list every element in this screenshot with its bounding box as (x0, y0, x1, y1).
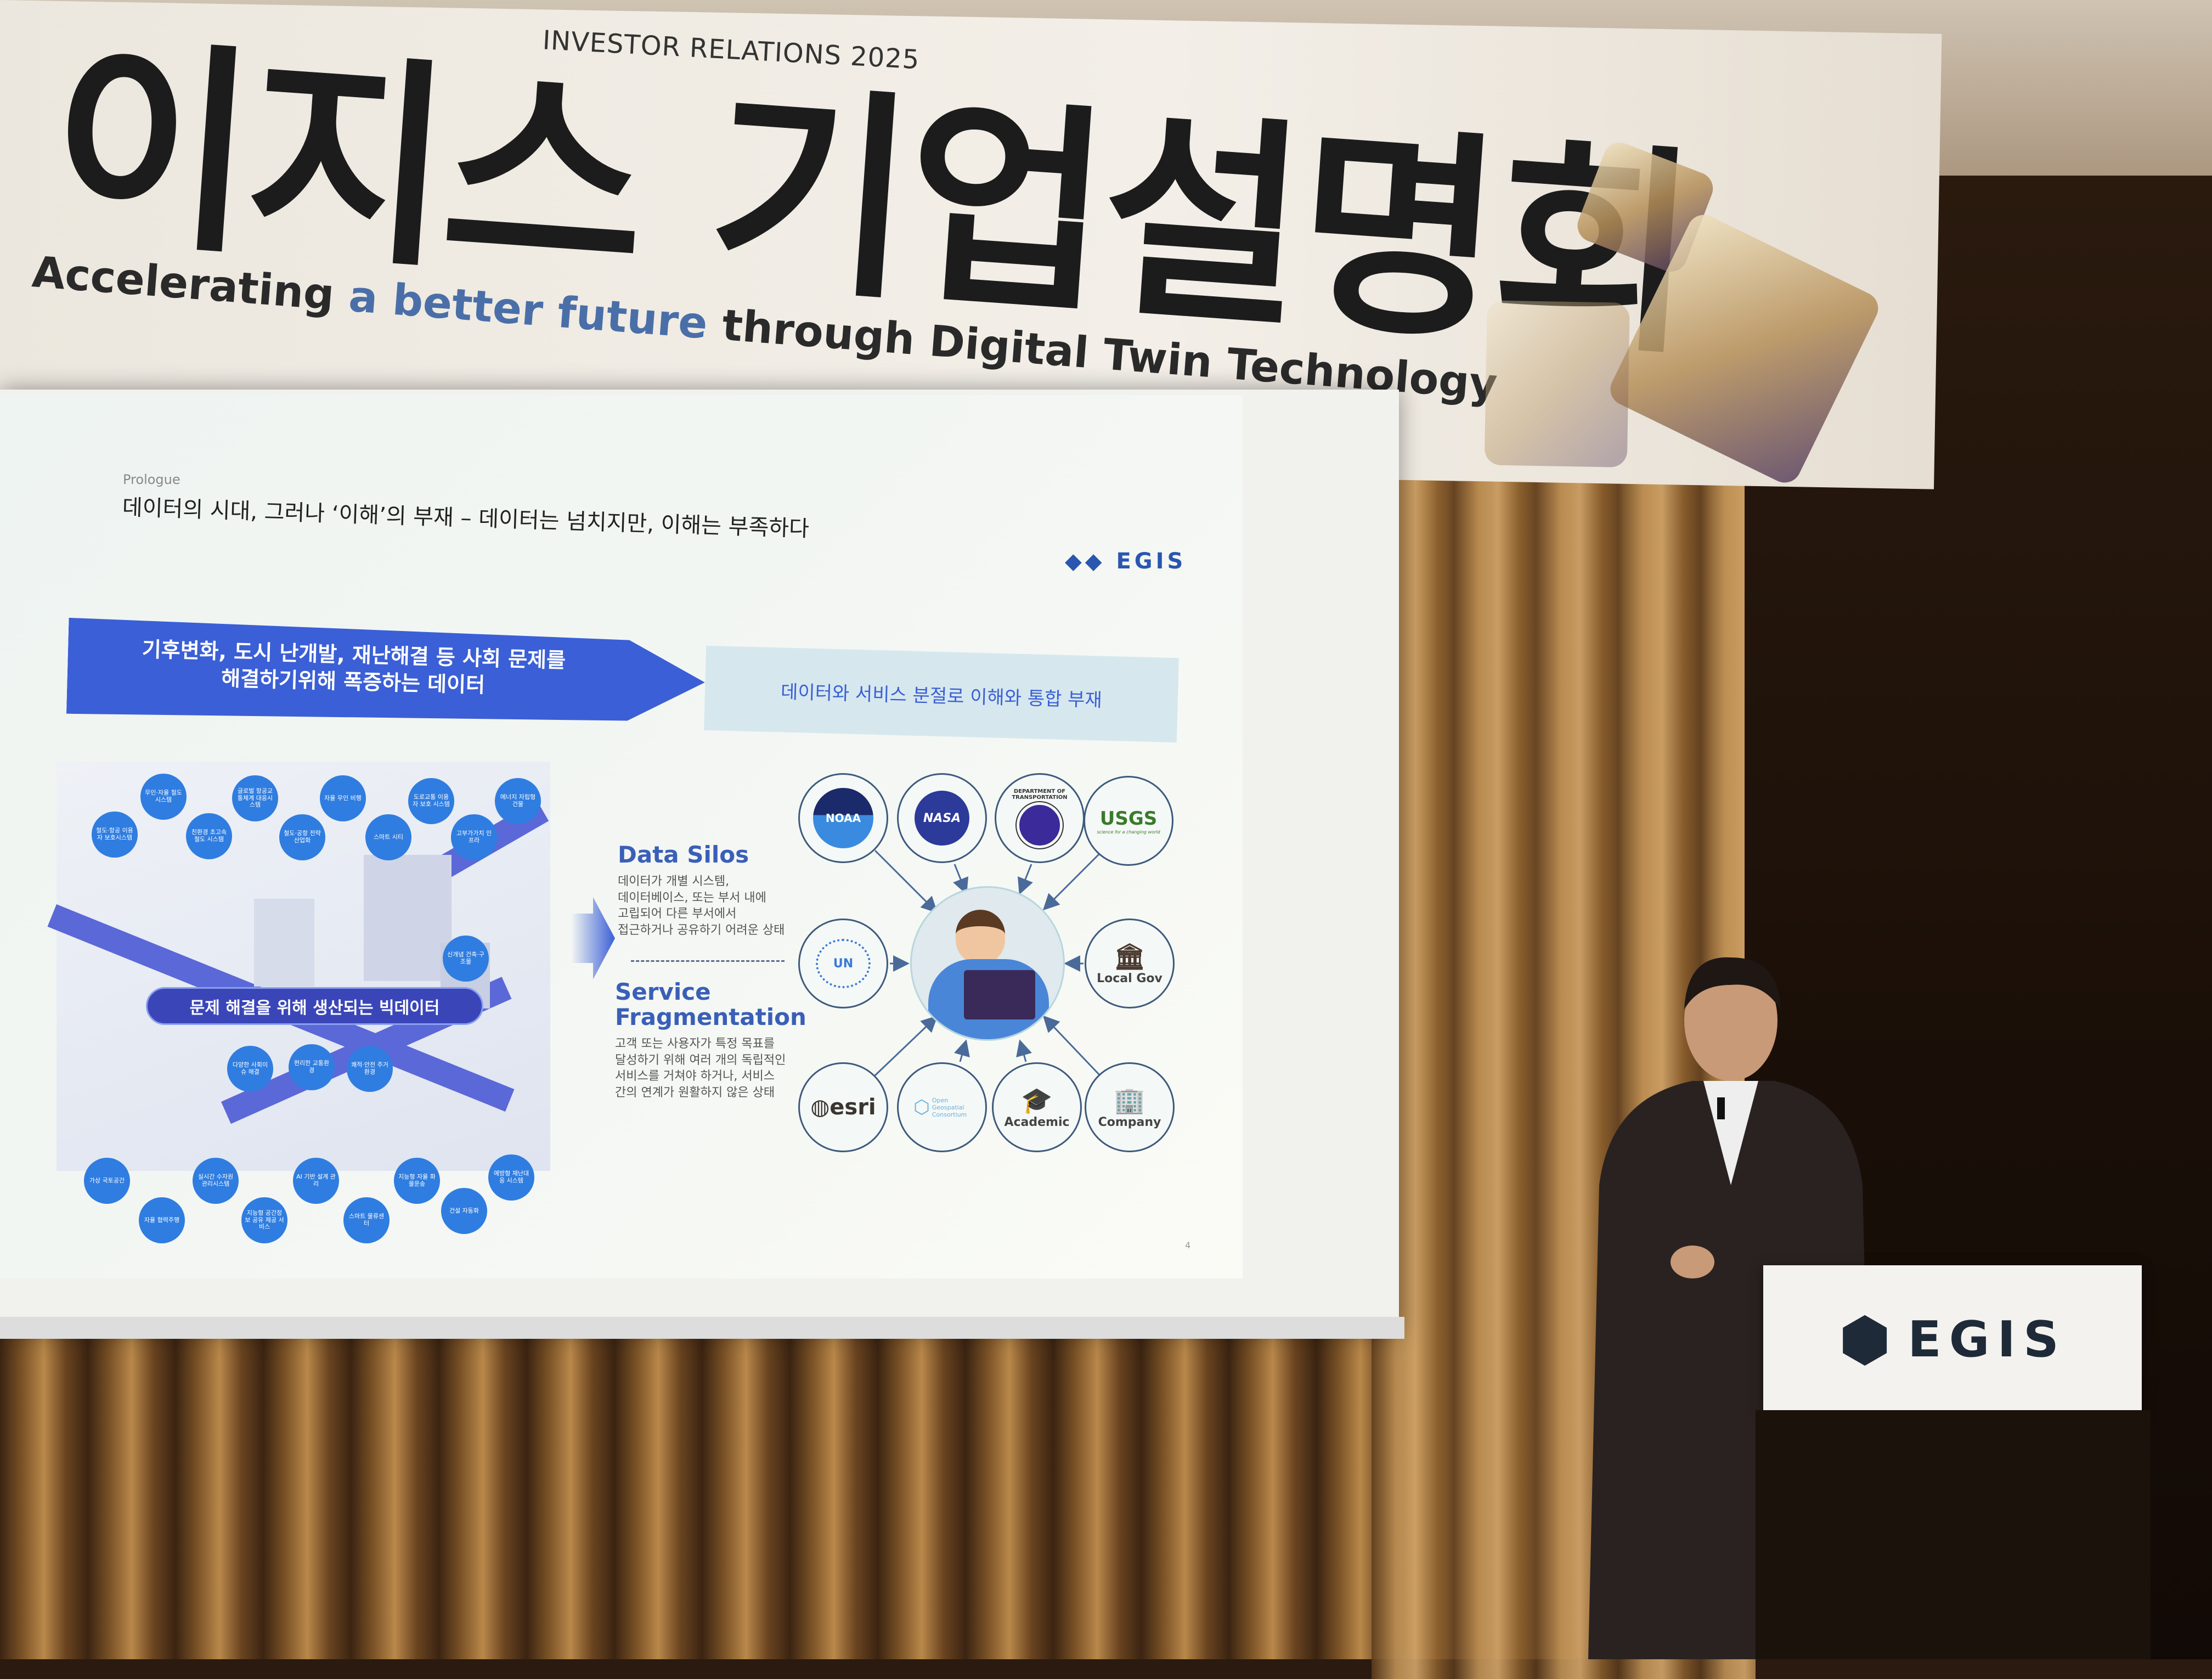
illustration-bubble: 무인·자율 철도시스템 (140, 774, 187, 820)
usgs-tagline: science for a changing world (1097, 829, 1160, 835)
un-emblem-icon: UN (816, 939, 871, 988)
government-building-icon: 🏛 (1113, 942, 1146, 971)
egis-mark-icon: ⬢ (1838, 1304, 1892, 1374)
illustration-bubble: 지능형 공간정보 공유 제공 서비스 (241, 1197, 287, 1243)
arrow-esri (874, 1015, 938, 1077)
presentation-slide: Prologue 데이터의 시대, 그러나 ‘이해’의 부재 – 데이터는 넘치… (0, 395, 1243, 1278)
illustration-bubble: 편리한 교통환경 (289, 1044, 335, 1090)
org-esri: ◍esri (798, 1062, 888, 1152)
arrow-company (1042, 1015, 1101, 1077)
screen-bar (0, 1317, 1404, 1339)
org-company: 🏢Company (1085, 1062, 1175, 1152)
org-label: Company (1098, 1115, 1161, 1129)
podium: ⬢ EGIS (1763, 1265, 2142, 1413)
title-line: Fragmentation (615, 1004, 806, 1031)
illustration-bubble: 철도·항공 이용자 보호시스템 (92, 812, 138, 858)
slide-section: Prologue (123, 472, 180, 487)
org-un: UN (798, 919, 888, 1008)
building (364, 855, 452, 981)
desc-line: 데이터베이스, 또는 부서 내에 (618, 891, 766, 905)
illustration-bubble: 다양한 사회이슈 해결 (227, 1046, 273, 1092)
illustration-bubble: 고부가가치 인프라 (451, 814, 497, 860)
illustration-bubble: 친환경 초고속 철도 시스템 (186, 813, 232, 859)
frustrated-user-illustration (910, 886, 1065, 1041)
illustration-bubble: 에너지 자립형 건물 (495, 778, 541, 824)
arrow-dot (1017, 864, 1033, 895)
illustration-bubble: 가상 국토공간 (84, 1158, 130, 1204)
illustration-bubble: 예방형 재난대응 시스템 (488, 1154, 534, 1201)
speaker-hand (1671, 1246, 1714, 1278)
data-silos-title: Data Silos (618, 841, 749, 868)
org-local-gov: 🏛Local Gov (1085, 919, 1175, 1008)
ogc-cube-icon: ⬡ (913, 1096, 930, 1118)
illustration-bubble: 글로벌 항공교통체계 대응시스템 (232, 775, 278, 821)
service-fragmentation-desc: 고객 또는 사용자가 특정 목표를 달성하기 위해 여러 개의 독립적인 서비스… (615, 1036, 786, 1101)
desc-line: 고객 또는 사용자가 특정 목표를 (615, 1037, 775, 1051)
speaker-face (1684, 960, 1778, 1081)
illustration-bubble: AI 기반 설계 관리 (293, 1158, 339, 1204)
service-fragmentation-title: Service Fragmentation (615, 979, 806, 1030)
illustration-bubble: 신개념 건축·구조물 (443, 936, 489, 982)
dot-logo-icon (1015, 801, 1064, 849)
desc-line: 접근하거나 공유하기 어려운 상태 (618, 923, 785, 938)
egis-logo: ◆◆ EGIS (1065, 549, 1186, 574)
arrow-noaa (874, 849, 938, 914)
desc-line: 서비스를 거쳐야 하거나, 서비스 (615, 1069, 775, 1084)
illustration-bubble: 철도·공항 전략산업화 (279, 814, 325, 860)
data-silos-desc: 데이터가 개별 시스템, 데이터베이스, 또는 부서 내에 고립되어 다른 부서… (618, 874, 785, 939)
arrow-nasa (953, 864, 969, 895)
arrow-ogc (953, 1039, 970, 1062)
person-head-icon (956, 910, 1005, 965)
illustration-bubble: 스마트 시티 (365, 814, 411, 860)
illustration-bubble: 자율 무인 비행 (320, 775, 366, 821)
arrow-usgs (1042, 852, 1101, 911)
egis-mark-icon: ◆◆ (1065, 549, 1116, 574)
desc-line: 고립되어 다른 부서에서 (618, 907, 737, 921)
illustration-bubble: 지능형 자율 화물운송 (394, 1158, 440, 1204)
illustration-bubble: 건설 자동화 (441, 1188, 487, 1234)
illustration-bubble: 자율 협력주행 (139, 1197, 185, 1243)
laptop-icon (964, 970, 1035, 1019)
org-dot: DEPARTMENT OF TRANSPORTATION (995, 773, 1085, 863)
page-number: 4 (1185, 1240, 1191, 1250)
dot-seal-text: DEPARTMENT OF TRANSPORTATION (1012, 788, 1068, 801)
dashed-arrow (631, 960, 785, 962)
org-academic: 🎓Academic (992, 1062, 1082, 1152)
office-building-icon: 🏢 (1114, 1085, 1146, 1115)
globe-icon: ◍ (810, 1095, 830, 1120)
microphone-icon (1717, 1097, 1725, 1119)
org-label: Academic (1004, 1115, 1070, 1129)
illustration-bubble: 실시간 수자원 관리시스템 (193, 1158, 239, 1204)
illustration-bubble: 스마트 물류센터 (343, 1197, 390, 1243)
arrow-academic (1016, 1039, 1032, 1062)
egis-logo-text: EGIS (1116, 549, 1187, 574)
esri-logo-text: esri (830, 1095, 876, 1120)
speaker-hair (1684, 957, 1780, 1010)
usgs-logo-text: USGS (1099, 807, 1158, 830)
noaa-logo-icon: NOAA (813, 788, 873, 848)
desc-line: 데이터가 개별 시스템, (618, 875, 730, 888)
graduation-cap-icon: 🎓 (1021, 1085, 1053, 1115)
nasa-logo-icon: NASA (915, 791, 969, 846)
title-line: Service (615, 978, 711, 1005)
building (254, 899, 314, 987)
org-label: Local Gov (1097, 972, 1163, 985)
org-nasa: NASA (897, 773, 987, 863)
desc-line: 간의 연계가 원활하지 않은 상태 (615, 1086, 775, 1100)
big-data-banner: 문제 해결을 위해 생산되는 빅데이터 (146, 987, 483, 1025)
connector-arrows (874, 849, 1101, 1077)
org-noaa: NOAA (798, 773, 888, 863)
desc-line: 달성하기 위해 여러 개의 독립적인 (615, 1053, 786, 1067)
podium-logo-text: EGIS (1908, 1310, 2067, 1368)
podium-base (1756, 1410, 2151, 1659)
illustration-bubble: 도로교통 이용자 보호 시스템 (408, 778, 454, 824)
illustration-bubble: 쾌적·안전 주거환경 (347, 1046, 393, 1092)
cube-decoration (1484, 300, 1630, 467)
esri-logo: ◍esri (810, 1095, 876, 1120)
ogc-logo-text: Open Geospatial Consortium (932, 1096, 967, 1118)
org-ogc: ⬡Open Geospatial Consortium (897, 1062, 987, 1152)
